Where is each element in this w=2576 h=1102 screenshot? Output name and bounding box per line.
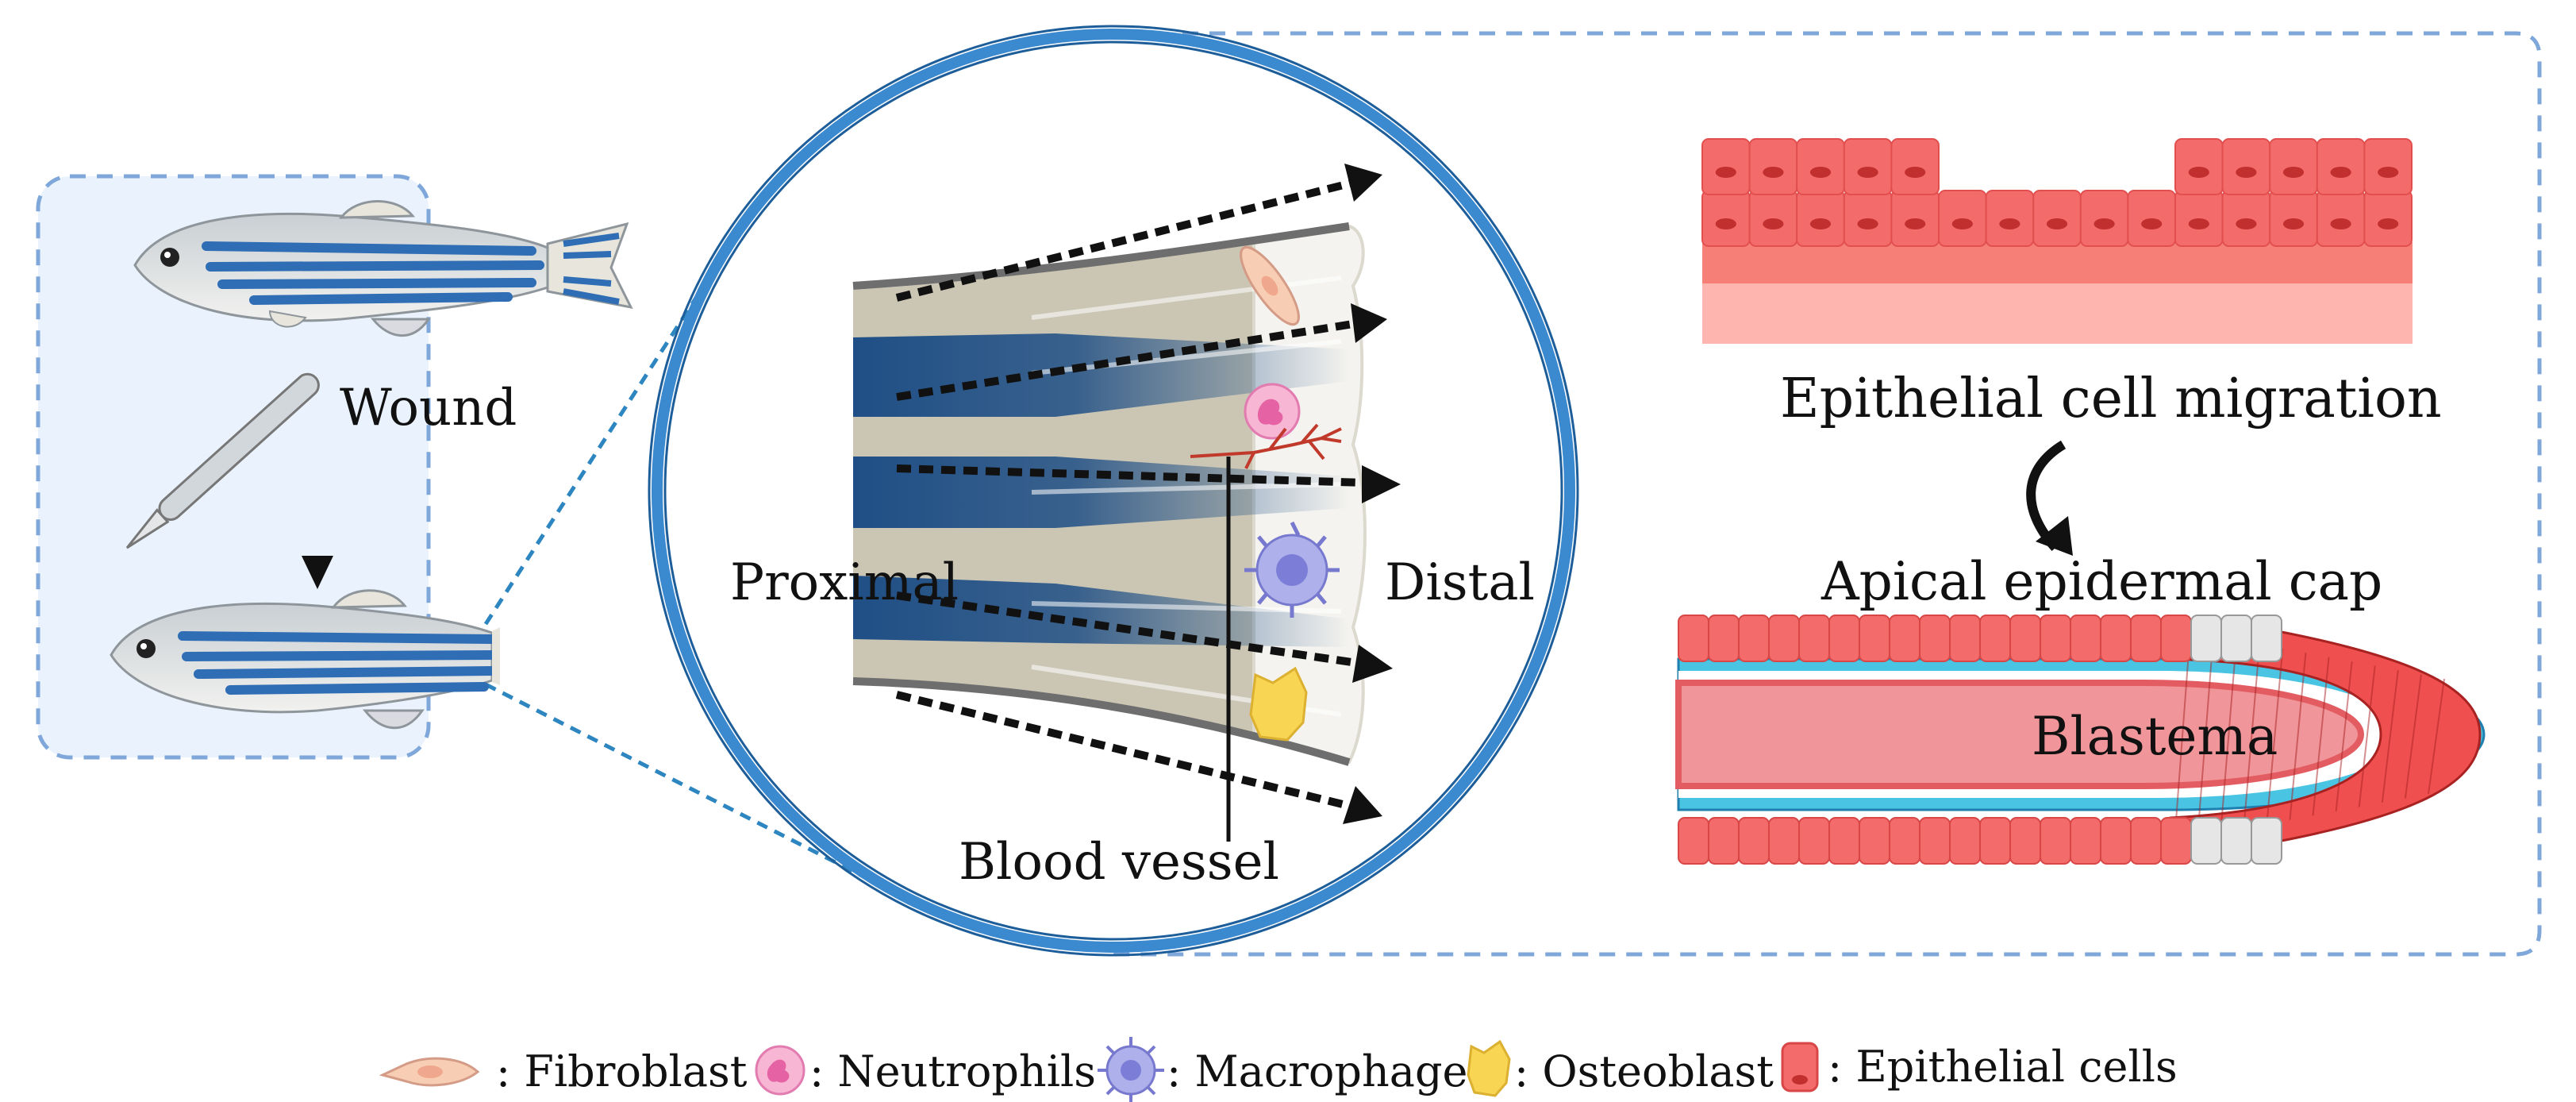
fin-ray xyxy=(853,576,1349,647)
epithelial-cell xyxy=(2040,817,2071,865)
migration-arrows xyxy=(895,179,1366,810)
epithelial-cell xyxy=(1979,615,2011,662)
epithelial-cell xyxy=(2190,615,2222,662)
epithelial-cell xyxy=(2130,615,2162,662)
epithelial-cell xyxy=(1798,615,1830,662)
magnified-fin-circle xyxy=(648,25,1579,957)
legend-fibroblast: : Fibroblast xyxy=(496,1046,748,1096)
apical-epidermal-cap-label: Apical epidermal cap xyxy=(1821,551,2382,612)
macrophage-icon xyxy=(1244,521,1340,618)
migration-arrow xyxy=(896,591,1358,667)
migration-arrow xyxy=(895,179,1355,302)
epithelial-cell xyxy=(2251,615,2282,662)
epithelial-cell-icon xyxy=(1781,1042,1819,1092)
blood-vessel-icon xyxy=(1190,423,1342,469)
legend-epithelial-cells: : Epithelial cells xyxy=(1828,1042,2178,1092)
arrow-heads xyxy=(1343,164,1401,824)
epithelial-cell xyxy=(2100,615,2132,662)
proximal-label: Proximal xyxy=(730,553,959,612)
curved-arrow xyxy=(2026,440,2067,552)
legend-macrophage: : Macrophage xyxy=(1167,1046,1467,1096)
wound-label: Wound xyxy=(340,379,517,437)
epithelial-cell-migration-label: Epithelial cell migration xyxy=(1780,368,2442,430)
epithelial-cell xyxy=(1828,615,1860,662)
epithelial-cell xyxy=(1708,615,1740,662)
epithelial-cell xyxy=(2220,817,2252,865)
epithelial-cell xyxy=(1949,817,1981,865)
zoom-line-bottom xyxy=(484,682,875,884)
epithelial-cell xyxy=(2009,615,2041,662)
blastema-illustration xyxy=(1675,615,2486,865)
epithelial-cell xyxy=(2220,615,2252,662)
distal-label: Distal xyxy=(1385,553,1535,612)
macrophage-icon xyxy=(1098,1037,1164,1102)
scalpel-icon xyxy=(125,372,320,549)
epithelial-cell xyxy=(1708,817,1740,865)
epithelial-cell xyxy=(2040,615,2071,662)
fibroblast-icon xyxy=(379,1057,480,1087)
epithelial-cell xyxy=(1738,615,1770,662)
epithelial-cell xyxy=(1678,817,1709,865)
epithelial-cell xyxy=(2160,615,2192,662)
epithelial-cell xyxy=(1859,817,1890,865)
osteoblast-icon xyxy=(1467,1039,1511,1097)
epithelial-cell xyxy=(1859,615,1890,662)
epithelial-cell xyxy=(1768,817,1800,865)
migration-arrow xyxy=(895,691,1351,810)
fish-icon xyxy=(110,589,500,730)
epithelial-cell xyxy=(1798,817,1830,865)
blastema-label: Blastema xyxy=(2032,706,2278,767)
epithelial-cell xyxy=(2070,817,2101,865)
epithelial-cell xyxy=(1919,615,1951,662)
epithelial-cell xyxy=(2160,817,2192,865)
epithelial-cell xyxy=(2190,817,2222,865)
legend-osteoblast: : Osteoblast xyxy=(1514,1046,1774,1096)
epithelial-cell xyxy=(2130,817,2162,865)
fish-icon xyxy=(133,200,633,337)
epithelial-cell xyxy=(1828,817,1860,865)
epithelial-cell xyxy=(2251,817,2282,865)
epithelial-cell xyxy=(2009,817,2041,865)
osteoblast-icon xyxy=(1249,666,1308,742)
epithelial-cell xyxy=(1889,615,1920,662)
epithelial-cell xyxy=(1889,817,1920,865)
epithelial-migration-illustration xyxy=(1701,138,2413,344)
fibroblast-icon xyxy=(1240,245,1300,326)
blood-vessel-label: Blood vessel xyxy=(959,833,1279,892)
migration-arrow xyxy=(896,464,1366,487)
legend-neutrophils: : Neutrophils xyxy=(809,1046,1096,1096)
epithelial-cell xyxy=(2070,615,2101,662)
magnified-panel-border xyxy=(1113,31,2542,957)
legend: : Fibroblast : Neutrophils : Macrophage … xyxy=(379,1037,2178,1102)
neutrophil-icon xyxy=(755,1045,805,1096)
neutrophil-icon xyxy=(1244,383,1301,440)
epithelial-cell xyxy=(1678,615,1709,662)
epithelial-cell xyxy=(2100,817,2132,865)
epithelial-cell xyxy=(1738,817,1770,865)
epithelial-cell xyxy=(1979,817,2011,865)
epithelial-cell xyxy=(1919,817,1951,865)
epithelial-cell xyxy=(1949,615,1981,662)
migration-arrow xyxy=(896,320,1354,401)
zoom-line-top xyxy=(483,206,756,626)
epithelial-cell xyxy=(1768,615,1800,662)
